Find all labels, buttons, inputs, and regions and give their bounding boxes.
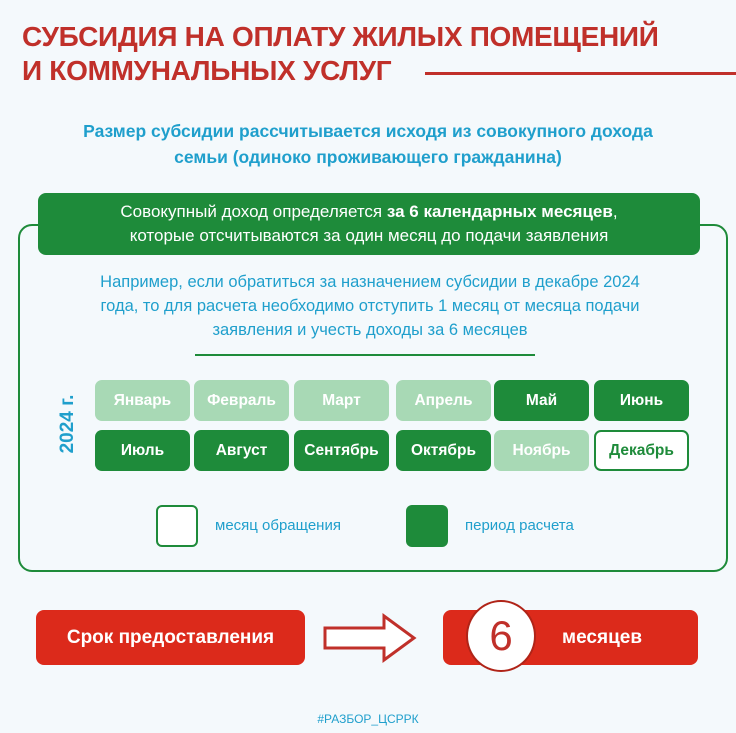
legend-period-label: период расчета [465,517,574,534]
example-line: года, то для расчета необходимо отступит… [100,297,640,315]
title-divider [425,72,736,75]
term-number-circle: 6 [466,600,536,672]
month-cell: Февраль [194,380,289,421]
legend-application-label: месяц обращения [215,517,341,534]
legend-period-swatch [406,505,448,547]
title-line: СУБСИДИЯ НА ОПЛАТУ ЖИЛЫХ ПОМЕЩЕНИЙ [22,21,659,52]
month-cell: Декабрь [594,430,689,471]
subtitle: Размер субсидии рассчитывается исходя из… [0,118,736,170]
subtitle-line: Размер субсидии рассчитывается исходя из… [83,121,653,141]
month-cell: Июль [95,430,190,471]
month-cell: Июнь [594,380,689,421]
term-label-box: Срок предоставления [36,610,305,665]
header-text: Совокупный доход определяется [120,202,387,221]
income-header: Совокупный доход определяется за 6 кален… [38,193,700,255]
header-text: , [612,202,618,221]
header-bold: за 6 календарных месяцев [386,202,613,221]
legend-application-swatch [156,505,198,547]
term-unit: месяцев [562,626,642,648]
term-label: Срок предоставления [66,626,275,648]
month-cell: Сентябрь [294,430,389,471]
example-line: Например, если обратиться за назначением… [100,273,640,291]
month-cell: Май [494,380,589,421]
subtitle-line: семьи (одиноко проживающего гражданина) [174,147,562,167]
month-cell: Январь [95,380,190,421]
header-text: которые отсчитываются за один месяц до п… [129,226,609,245]
hashtag: #РАЗБОР_ЦСРРК [317,712,419,726]
arrow-right-icon [323,613,417,663]
month-cell: Ноябрь [494,430,589,471]
term-number: 6 [489,612,513,659]
month-cell: Март [294,380,389,421]
example-text: Например, если обратиться за назначением… [20,270,720,342]
month-cell: Октябрь [396,430,491,471]
year-label: 2024 г. [57,394,78,454]
divider [195,354,535,356]
example-line: заявления и учесть доходы за 6 месяцев [212,321,528,339]
month-cell: Апрель [396,380,491,421]
month-cell: Август [194,430,289,471]
title-line: И КОММУНАЛЬНЫХ УСЛУГ [22,55,392,86]
